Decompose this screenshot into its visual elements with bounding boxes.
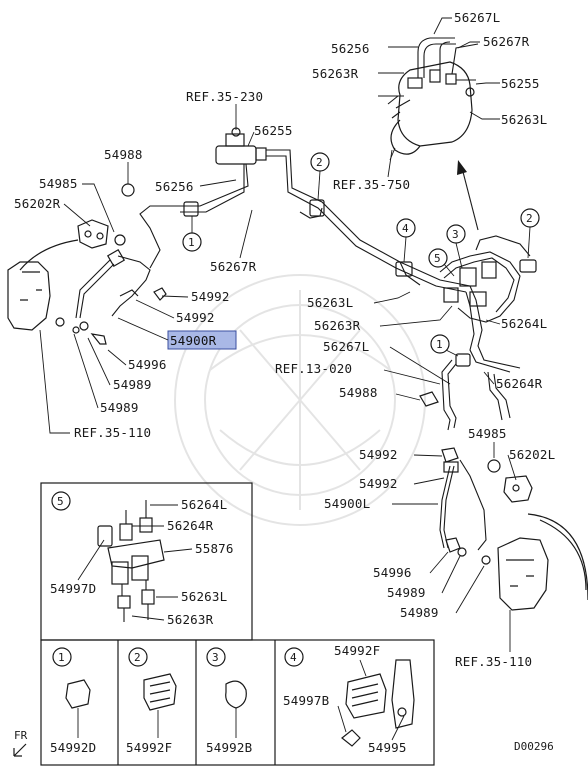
label-54992-b: 54992 [176,310,215,325]
label-ref-13-020: REF.13-020 [275,361,352,376]
label-56202l: 56202L [509,447,555,462]
clip-1-label: 54992D [50,740,96,755]
label-56264r-mid: 56264R [496,376,543,391]
label-56263r-top: 56263R [312,66,359,81]
clip-2-label: 54992F [126,740,172,755]
label-54992-d: 54992 [359,476,398,491]
label-56267r-lower: 56267R [210,259,257,274]
hydraulic-unit-top [387,37,479,155]
watermark-emblem [174,274,426,526]
bleeder-cap [121,183,135,197]
clip-4-label-top: 54992F [334,643,380,658]
label-54988-left: 54988 [104,147,143,162]
label-54996-left: 54996 [128,357,167,372]
bracket-nut-right [487,459,501,473]
label-56256-mid: 56256 [155,179,194,194]
label-56267l-top: 56267L [454,10,500,25]
inset5-label-56264r: 56264R [167,518,214,533]
right-caliper [497,513,588,611]
inset5-label-56263r: 56263R [167,612,214,627]
label-56263l-mid: 56263L [307,295,353,310]
label-56202r: 56202R [14,196,61,211]
label-54985-right: 54985 [468,426,507,441]
label-54989-b: 54989 [100,400,139,415]
label-56264l-mid: 56264L [501,316,547,331]
label-54989-c: 54989 [387,585,426,600]
callout-3: 3 [446,224,466,269]
inset5-label-56263l: 56263L [181,589,227,604]
label-54985-left: 54985 [39,176,78,191]
label-56263r-mid: 56263R [314,318,361,333]
clip-4-label-left: 54997B [283,693,329,708]
svg-text:5: 5 [434,252,441,265]
clip-3-label: 54992B [206,740,252,755]
label-56255-mid: 56255 [254,123,293,138]
abs-junction-cluster [439,235,531,323]
inset5-label-56264l: 56264L [181,497,227,512]
callout-2-b: 2 [520,208,540,259]
svg-text:4: 4 [402,222,409,235]
svg-text:3: 3 [452,228,459,241]
right-bracket [503,475,533,503]
label-54988-right: 54988 [339,385,378,400]
svg-text:1: 1 [436,338,443,351]
top-leaders [378,17,500,161]
callout-5: 5 [428,248,455,277]
label-54900l: 54900L [324,496,370,511]
svg-text:1: 1 [58,651,65,664]
callout-2-a: 2 [310,152,330,201]
proportioning-valve [215,127,267,165]
left-brake-hose [72,248,151,345]
label-54900r: 54900R [170,333,217,348]
svg-text:4: 4 [290,651,297,664]
left-caliper [7,239,79,331]
svg-text:5: 5 [57,495,64,508]
svg-text:2: 2 [316,156,323,169]
svg-text:1: 1 [188,236,195,249]
left-bracket [77,219,126,249]
right-brake-hose [439,459,487,551]
label-ref-35-230: REF.35-230 [186,89,263,104]
bleeder-cap-right [419,391,439,407]
label-ref-35-110-right: REF.35-110 [455,654,532,669]
label-56263l-top: 56263L [501,112,547,127]
junction-block [97,500,165,622]
label-56256-top: 56256 [331,41,370,56]
svg-text:2: 2 [134,651,141,664]
label-ref-35-110-left: REF.35-110 [74,425,151,440]
svg-text:3: 3 [212,651,219,664]
label-ref-35-750: REF.35-750 [333,177,410,192]
label-56267r-top: 56267R [483,34,530,49]
callout-1-b: 1 [430,334,459,357]
inset5-label-54997d: 54997D [50,581,96,596]
label-54989-a: 54989 [113,377,152,392]
inset-5-panel: 5 56264L 56264R 55876 54997D 56263L 5626… [40,482,253,641]
inset5-label-55876: 55876 [195,541,234,556]
clip-4-label-bottom: 54995 [368,740,407,755]
direction-arrow [457,160,479,231]
label-54992-c: 54992 [359,447,398,462]
svg-text:2: 2 [526,212,533,225]
line-clips [183,199,537,367]
label-54992-a: 54992 [191,289,230,304]
main-brake-pipes [139,149,521,431]
callout-4: 4 [396,218,416,263]
label-56255-top: 56255 [501,76,540,91]
drawing-code: D00296 [514,740,554,753]
label-56267l-mid: 56267L [323,339,369,354]
clip-insets: 1 54992D 2 54992F 3 54992B 4 54992F 5499… [40,639,435,766]
callout-1-a: 1 [182,216,202,252]
label-54989-d: 54989 [400,605,439,620]
ref-35-750-leader [387,149,393,178]
svg-text:FR: FR [14,729,28,742]
label-54996-right: 54996 [373,565,412,580]
front-direction-icon: FR [13,729,28,757]
